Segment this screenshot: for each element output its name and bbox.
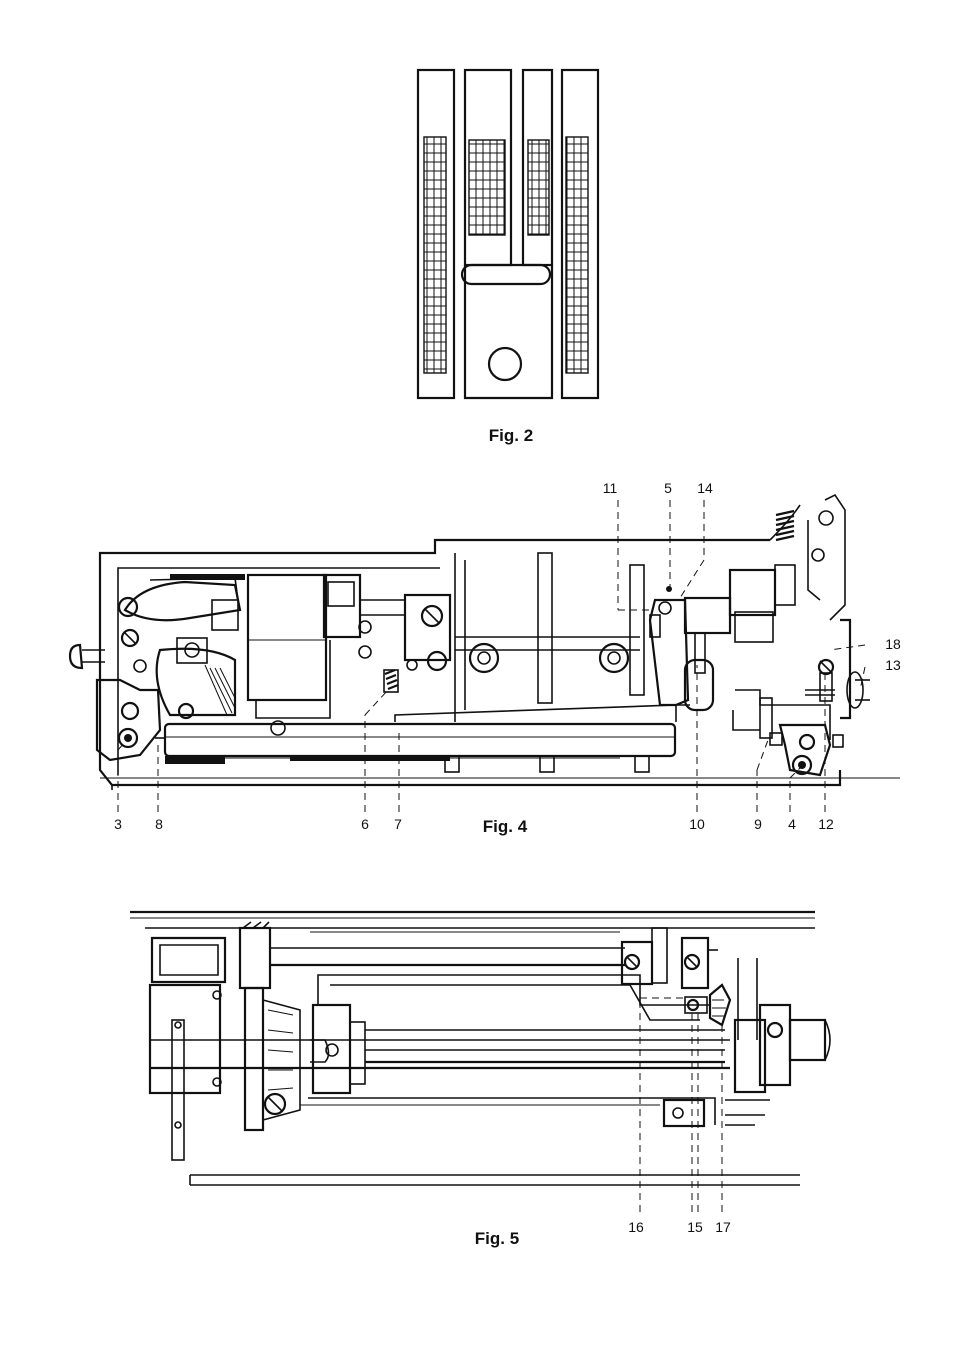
figure-4-caption: Fig. 4 — [483, 817, 528, 836]
label-16: 16 — [628, 1219, 644, 1235]
figure-4-labels: 11 5 14 18 13 3 8 6 7 10 9 4 12 — [114, 480, 901, 832]
figure-4-mechanism — [68, 493, 900, 790]
label-18: 18 — [885, 636, 901, 652]
label-6: 6 — [361, 816, 369, 832]
label-9: 9 — [754, 816, 762, 832]
figure-2-caption: Fig. 2 — [489, 426, 533, 445]
figure-4-leader-lines — [117, 500, 866, 812]
label-10: 10 — [689, 816, 705, 832]
figure-5-labels: 16 15 17 — [628, 1219, 731, 1235]
figure-5-caption: Fig. 5 — [475, 1229, 519, 1248]
figure-5-mechanism — [130, 910, 831, 1186]
label-8: 8 — [155, 816, 163, 832]
label-7: 7 — [394, 816, 402, 832]
label-3: 3 — [114, 816, 122, 832]
label-17: 17 — [715, 1219, 731, 1235]
figure-2-feed-dogs — [416, 68, 600, 400]
label-12: 12 — [818, 816, 834, 832]
figure-5-leader-lines — [639, 997, 723, 1212]
label-5: 5 — [664, 480, 672, 496]
label-13: 13 — [885, 657, 901, 673]
label-4: 4 — [788, 816, 796, 832]
label-11: 11 — [603, 480, 618, 496]
label-14: 14 — [697, 480, 713, 496]
label-15: 15 — [687, 1219, 703, 1235]
